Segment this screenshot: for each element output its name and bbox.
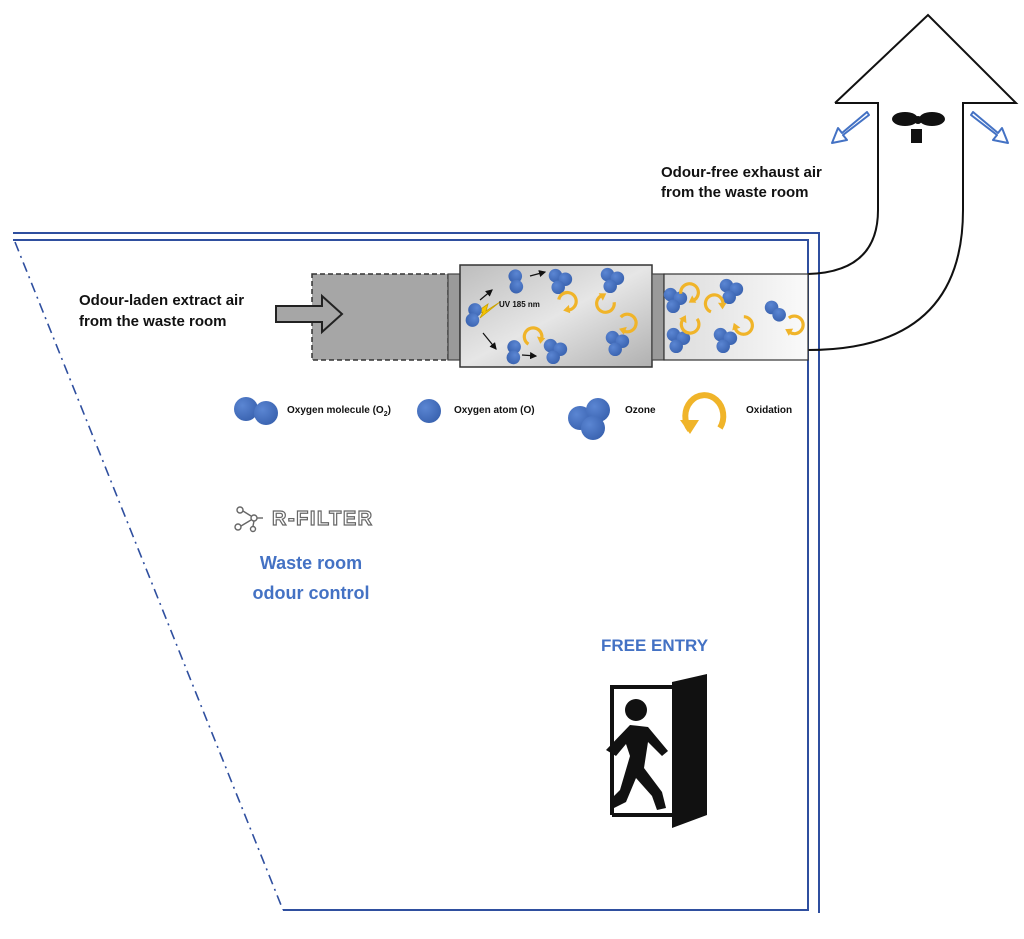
brand-name: R-FILTER bbox=[271, 507, 374, 530]
product-title-line2: odour control bbox=[252, 583, 370, 603]
exhaust-label-line1: Odour-free exhaust air bbox=[661, 164, 822, 181]
extract-label-line2: from the waste room bbox=[79, 313, 227, 330]
uv-chamber-molecules bbox=[465, 267, 641, 366]
legend-oxygen-molecule-sub: 2 bbox=[383, 411, 388, 418]
exhaust-arrow-right-icon bbox=[970, 111, 1009, 144]
legend-ozone-label: Ozone bbox=[625, 405, 656, 416]
legend-ozone-icon bbox=[568, 398, 610, 440]
exhaust-label: Odour-free exhaust air from the waste ro… bbox=[661, 163, 822, 203]
intake-arrow-icon bbox=[275, 293, 344, 335]
legend-oxygen-molecule-label: Oxygen molecule (O2) bbox=[287, 405, 391, 418]
uv-label: UV 185 nm bbox=[499, 300, 540, 309]
legend-oxidation-icon bbox=[680, 392, 727, 434]
exhaust-arrow-left-icon bbox=[831, 111, 870, 144]
legend-oxidation-label: Oxidation bbox=[746, 405, 793, 416]
exhaust-label-line2: from the waste room bbox=[661, 184, 809, 201]
extract-label: Odour-laden extract air from the waste r… bbox=[79, 290, 244, 332]
free-entry-label: FREE ENTRY bbox=[601, 636, 709, 655]
fan-icon bbox=[892, 112, 945, 143]
legend-oxygen-molecule-prefix: Oxygen molecule (O bbox=[287, 405, 384, 416]
running-person-icon bbox=[606, 699, 668, 810]
product-title: Waste room odour control bbox=[246, 548, 376, 608]
r-filter-logo-icon bbox=[234, 506, 263, 533]
extract-label-line1: Odour-laden extract air bbox=[79, 292, 245, 309]
legend-oxygen-atom-icon bbox=[417, 399, 441, 423]
legend-oxygen-molecule-suffix: ) bbox=[387, 405, 391, 416]
product-title-line1: Waste room bbox=[259, 553, 363, 573]
room-walls bbox=[13, 232, 820, 913]
exit-door-icon bbox=[610, 674, 707, 828]
legend-oxygen-molecule-icon bbox=[234, 397, 278, 425]
exhaust-stack bbox=[807, 13, 1019, 351]
legend-oxygen-atom-label: Oxygen atom (O) bbox=[454, 405, 535, 416]
